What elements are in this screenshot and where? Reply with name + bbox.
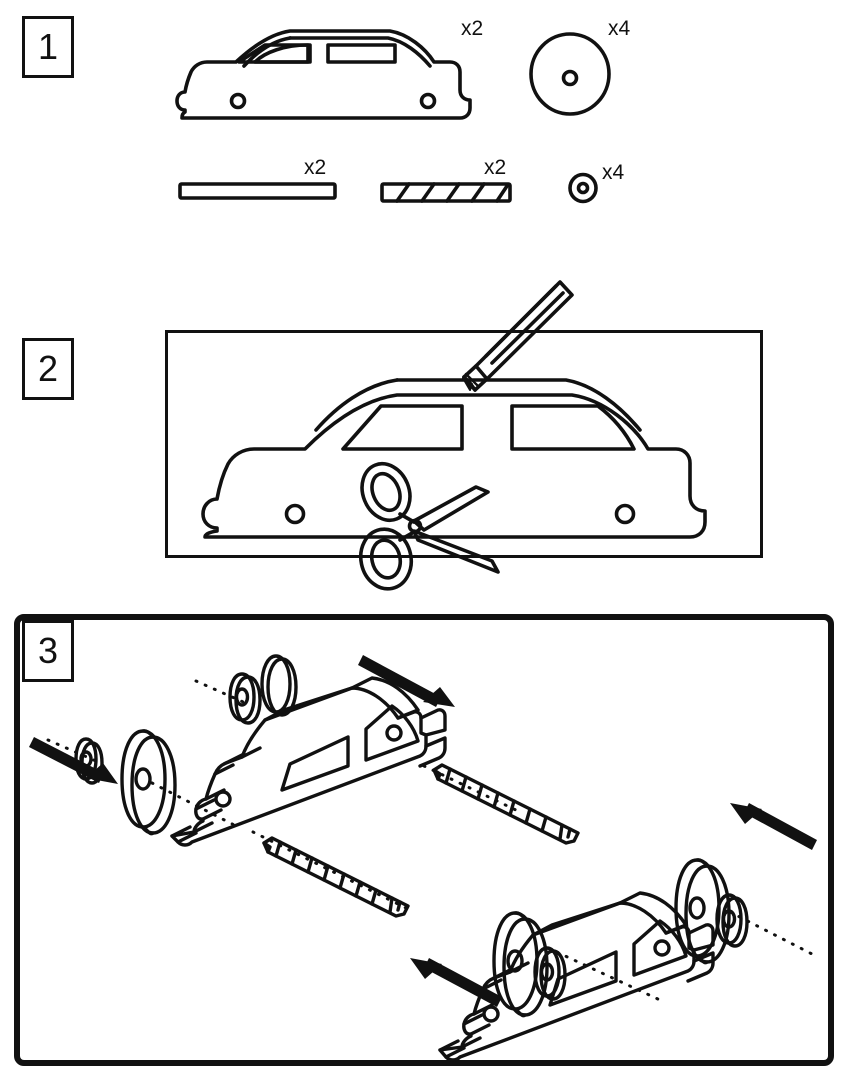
wheel-front-left [120, 729, 177, 836]
bead-cap-rear-left [533, 946, 567, 1001]
assembly-arrows [29, 655, 817, 1007]
axis-rear-axle [422, 764, 522, 814]
step-number-3-label: 3 [37, 630, 59, 671]
assembly-axis-lines [46, 679, 814, 1002]
axis-front-axle [251, 830, 412, 912]
wheel-rear-left [492, 911, 549, 1018]
dowel-icon [178, 182, 337, 200]
car-outline-traced [201, 378, 707, 539]
car-body-3d-right [438, 891, 715, 1062]
scissors-icon [358, 461, 500, 591]
wheel-icon [529, 32, 611, 116]
axis-front-left-top [194, 679, 252, 707]
threaded-axle-rear [432, 763, 580, 845]
car-body-3d-left [170, 676, 447, 847]
bead-cap-front-right [228, 672, 262, 725]
quantity-label-dowel: x2 [304, 156, 327, 179]
axis-rear-left-wheel [546, 946, 662, 1002]
assembly-arrow-left [29, 737, 118, 784]
wheel-front-right [260, 654, 298, 717]
step-3-panel-frame [14, 614, 834, 1066]
assembly-arrow-right [730, 803, 817, 850]
quantity-label-wheel: x4 [608, 17, 631, 40]
quantity-label-bead: x4 [602, 161, 625, 184]
step-number-box-1: 1 [22, 16, 74, 78]
step-number-box-2: 2 [22, 338, 74, 400]
assembly-arrow-bottom [410, 958, 502, 1007]
bead-cap-rear-right [715, 893, 749, 948]
quantity-label-car-body: x2 [461, 17, 484, 40]
threaded-rod-icon [380, 182, 512, 203]
assembly-arrow-top [358, 655, 455, 707]
step-number-box-3: 3 [22, 620, 74, 682]
step-number-1-label: 1 [37, 26, 59, 67]
threaded-axle-front [262, 836, 410, 918]
car-profile-icon [175, 29, 472, 120]
step-number-2-label: 2 [37, 348, 59, 389]
pencil-icon [462, 280, 574, 392]
axis-front-left-bead [46, 738, 98, 763]
bead-icon [568, 172, 598, 204]
quantity-label-threaded-rod: x2 [484, 156, 507, 179]
